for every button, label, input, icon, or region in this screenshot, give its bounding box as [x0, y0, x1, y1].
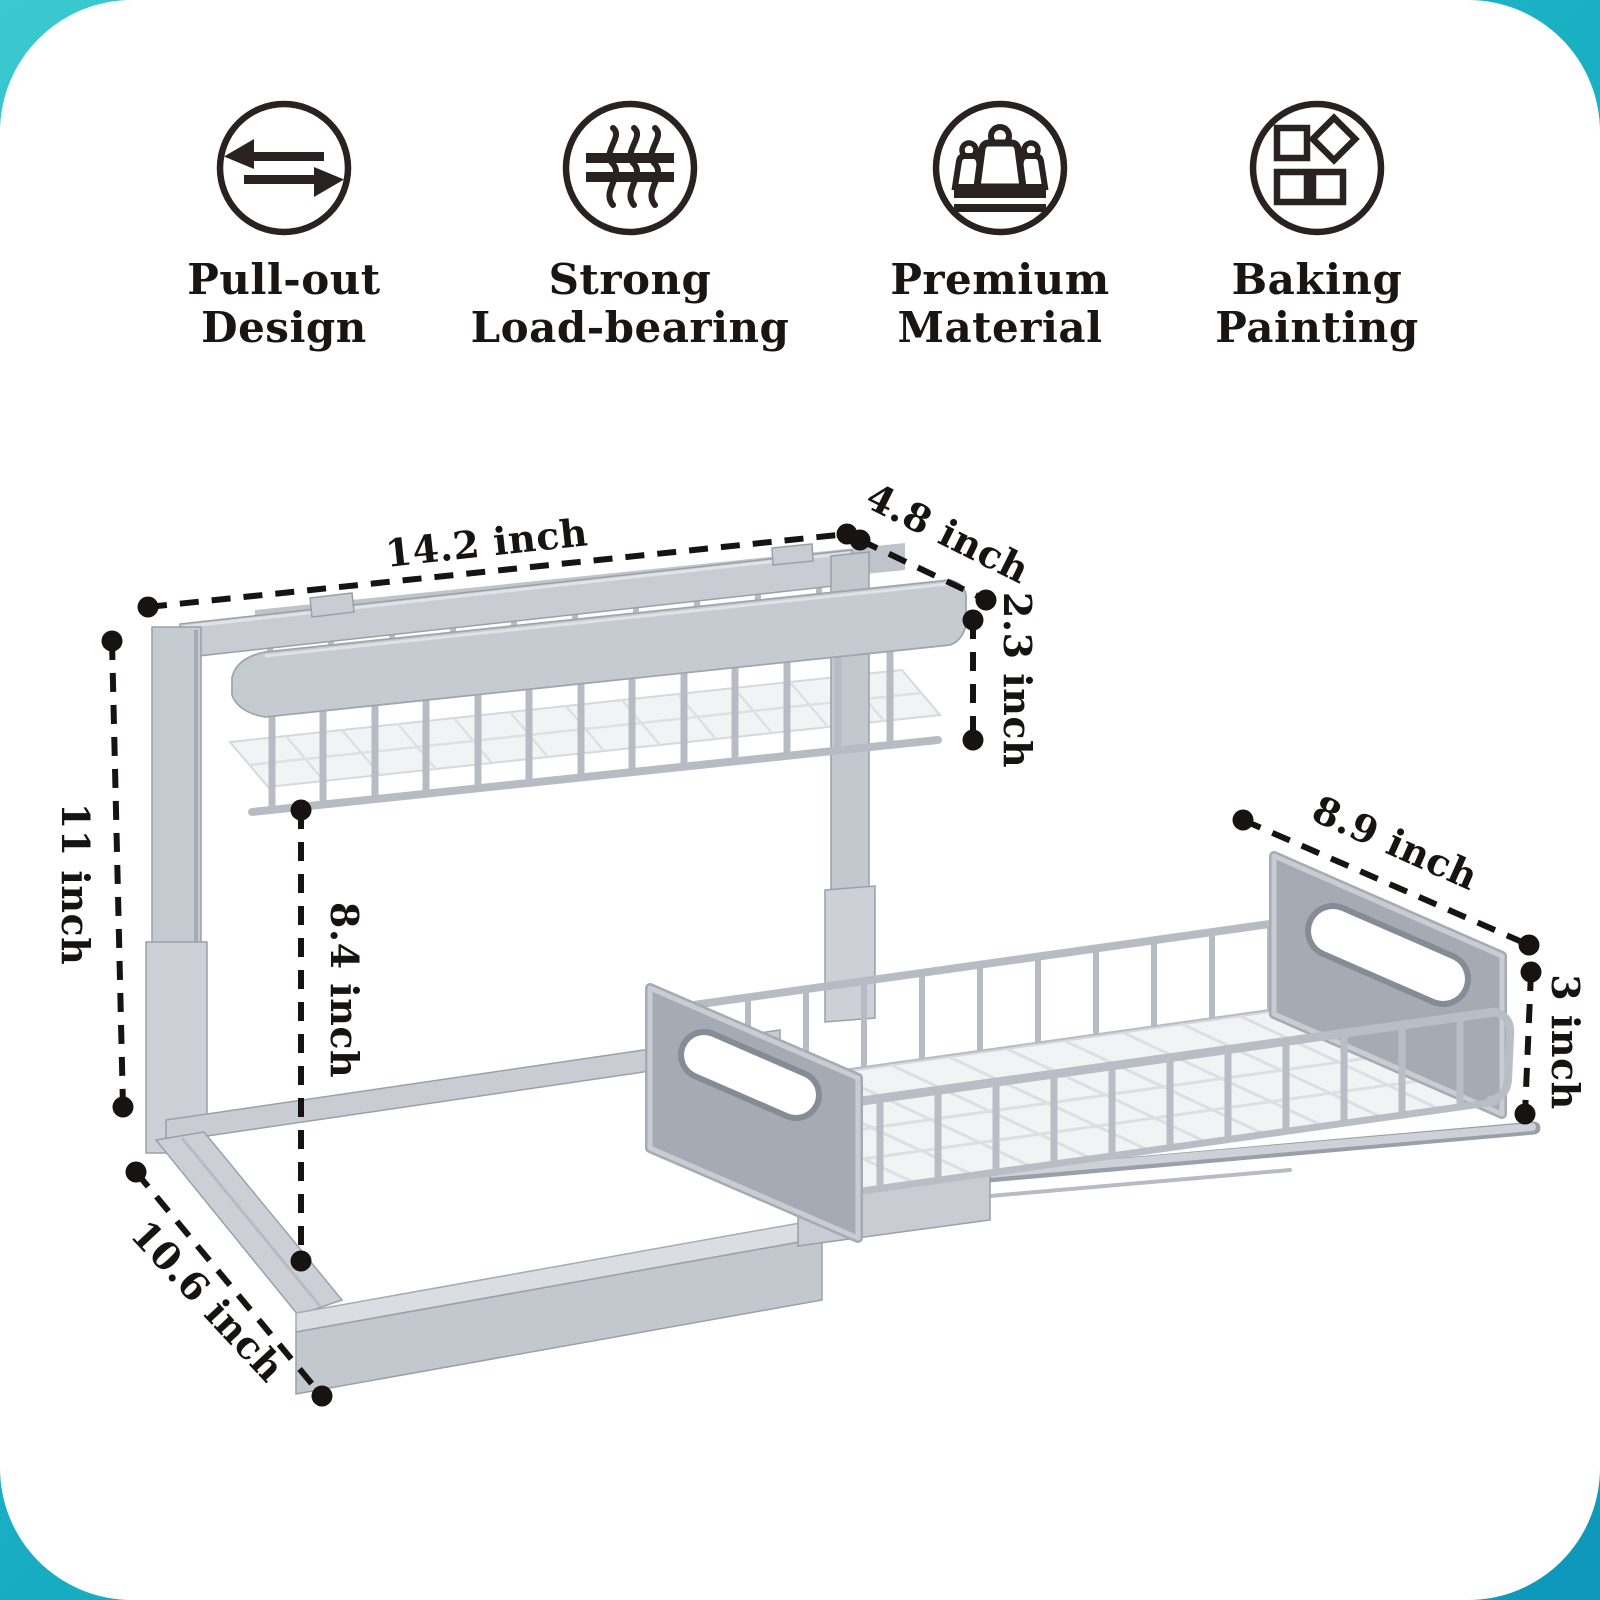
feature-pull-out-design: Pull-out Design	[104, 92, 464, 352]
drawer-right-panel	[1269, 851, 1507, 1119]
feature-label: Strong Load-bearing	[471, 256, 790, 352]
rail-hook-tab-left	[309, 592, 355, 618]
organizer-frame	[145, 543, 905, 1154]
dim-label-top-basket-height: 2.3 inch	[995, 592, 1040, 768]
top-basket-bottom-rail	[248, 736, 942, 816]
dim-label-top-depth: 4.8 inch	[859, 473, 1037, 592]
base-left-rail-edge	[180, 1137, 322, 1307]
feature-label-line2: Load-bearing	[470, 302, 790, 352]
dim-label-drawer-height: 3 inch	[1543, 974, 1588, 1110]
right-panel-handle-cutout	[1311, 909, 1465, 1001]
bottom-drawer	[645, 851, 1515, 1243]
pull-out-arrows-icon	[216, 100, 352, 236]
feature-label-line1: Baking	[1231, 255, 1403, 304]
dimension-annotations	[109, 531, 1534, 1398]
left-panel-handle-cutout	[684, 1035, 816, 1115]
feature-strong-load-bearing: Strong Load-bearing	[450, 92, 810, 352]
feature-label-line1: Premium	[890, 255, 1110, 304]
feature-label-line2: Painting	[1215, 302, 1419, 352]
dim-label-frame-height: 11 inch	[53, 803, 98, 965]
top-basket-front-wires	[268, 645, 894, 814]
dim-label-top-width: 14.2 inch	[383, 509, 590, 576]
dim-line-base-depth	[133, 1170, 325, 1398]
feature-label-line1: Pull-out	[187, 255, 381, 304]
weights-icon	[932, 100, 1068, 236]
dim-line-drawer-height	[1522, 971, 1534, 1115]
feature-label: Baking Painting	[1215, 256, 1418, 352]
rail-hook-tab-right	[771, 543, 814, 566]
slide-rod	[984, 1123, 1536, 1178]
feature-baking-painting: Baking Painting	[1137, 92, 1497, 352]
base-front-rail-face	[295, 1237, 823, 1395]
baking-paint-shapes-icon	[1249, 100, 1385, 236]
dim-line-top-width	[147, 531, 848, 610]
dim-line-drawer-depth	[1241, 817, 1531, 948]
feature-label: Pull-out Design	[187, 256, 380, 352]
dim-line-top-depth	[858, 537, 988, 603]
feature-premium-material: Premium Material	[820, 92, 1180, 352]
feature-label: Premium Material	[890, 256, 1109, 352]
top-basket-floor-grid	[248, 675, 922, 782]
drawer-left-panel	[645, 983, 863, 1243]
right-post-sleeve	[824, 885, 876, 1023]
feature-label-line2: Design	[201, 302, 367, 352]
slide-rod-lower	[988, 1168, 1292, 1198]
top-basket-band-highlight	[264, 582, 949, 658]
dim-label-tier-gap: 8.4 inch	[322, 902, 367, 1078]
feature-row: Pull-out Design Strong Load-bearing	[0, 0, 1600, 400]
dim-line-frame-height	[109, 640, 126, 1108]
drawer-front-wires	[850, 1007, 1515, 1196]
top-basket	[228, 551, 968, 1023]
load-bearing-bars-icon	[562, 100, 698, 236]
top-rail-highlight	[181, 551, 851, 629]
top-basket-band	[231, 579, 968, 718]
left-post	[145, 626, 208, 1154]
feature-label-line1: Strong	[548, 255, 712, 304]
feature-label-line2: Material	[897, 302, 1103, 352]
dimension-endpoints	[101, 523, 1542, 1407]
